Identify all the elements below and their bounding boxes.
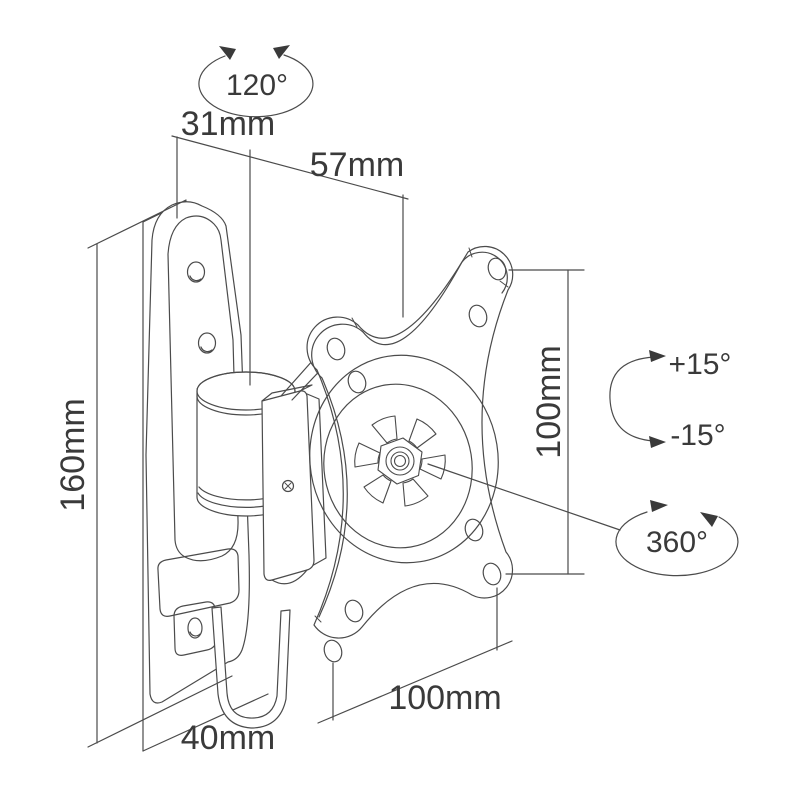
- tilt-arrow-down-icon: [649, 436, 666, 448]
- rotation-disc-inner: [323, 383, 473, 549]
- vesa-hole-outer-br: [482, 562, 502, 586]
- swivel-arm: [196, 349, 333, 585]
- arm-block-bottom-edge: [271, 569, 308, 585]
- annotations: 120° 31mm 57mm 160mm 100mm: [54, 45, 739, 757]
- vesa-plate: [306, 245, 514, 663]
- swivel-360-indicator: 360°: [427, 463, 739, 577]
- swivel-leader-line: [427, 463, 621, 531]
- dim-40mm-label: 40mm: [181, 719, 275, 757]
- hub-nut-outer: [385, 446, 415, 476]
- tilt-arrow-up-icon: [649, 350, 666, 362]
- dim-depth-line: [171, 135, 409, 200]
- vesa-hole-inner-tl: [347, 370, 367, 394]
- vesa-plate-edge-thickness: [311, 251, 508, 618]
- dim-vesa-h-line: [317, 640, 513, 724]
- arm-block-top-edge: [261, 384, 313, 402]
- vesa-plate-outline: [306, 245, 514, 639]
- hub-nut-hole: [393, 454, 407, 468]
- rotation-arrow-left-icon: [219, 46, 236, 60]
- tilt-down-label: -15°: [670, 419, 725, 452]
- rotation-arrow-right-icon: [273, 45, 290, 59]
- arm-screw-cross: [284, 482, 292, 490]
- rotation-disc-outer: [309, 354, 499, 564]
- dim-100mm-horizontal-label: 100mm: [388, 679, 501, 717]
- arm-screw: [281, 479, 295, 493]
- hub-rosette: [354, 415, 446, 507]
- dim-depth: 31mm 57mm: [171, 105, 409, 386]
- wall-bottom-edge: [142, 693, 269, 752]
- vesa-hole-outer-tr: [487, 257, 507, 281]
- tilt-up-label: +15°: [669, 348, 732, 381]
- dim-height-ext-bottom: [87, 675, 233, 748]
- swivel-360-label: 360°: [646, 526, 708, 559]
- dim-31mm-label: 31mm: [181, 105, 275, 143]
- swivel-arrow-right-icon: [700, 512, 718, 527]
- dim-vesa-horizontal: 100mm: [317, 587, 513, 724]
- swivel-ellipse: [615, 511, 739, 577]
- dim-160mm-label: 160mm: [54, 398, 92, 511]
- mount-hole-upper-shadow: [189, 275, 202, 282]
- mount-hole-lower: [197, 332, 217, 354]
- vesa-hole-inner-tr: [468, 304, 488, 328]
- tilt-arc: [609, 356, 655, 442]
- vesa-hole-inner-br: [464, 518, 484, 542]
- vesa-hole-outer-bl: [323, 639, 343, 663]
- dim-vesa-vertical: 100mm: [505, 269, 585, 575]
- rotation-120-label: 120°: [226, 69, 288, 102]
- vesa-hole-inner-bl: [344, 599, 364, 623]
- cable-hook-strap: [211, 606, 291, 729]
- vesa-hole-outer-tl: [326, 337, 346, 361]
- tab-hole: [187, 617, 203, 639]
- vesa-plate-edge-notches: [314, 247, 509, 623]
- dim-height: 160mm: [54, 199, 233, 748]
- pivot-cylinder-top: [196, 371, 296, 411]
- dim-hook-depth: 40mm: [181, 719, 275, 757]
- mount-hole-upper: [186, 261, 206, 283]
- dim-100mm-vertical-label: 100mm: [530, 345, 568, 458]
- hub-hexagon: [377, 437, 423, 485]
- dim-57mm-label: 57mm: [310, 146, 404, 184]
- dim-height-ext-top: [87, 199, 187, 249]
- rotation-120-indicator: 120°: [198, 45, 314, 118]
- wall-plate-pocket: [157, 548, 240, 617]
- hub-nut-mid: [390, 451, 410, 471]
- cable-hook: [211, 606, 291, 729]
- tilt-indicator: +15° -15°: [609, 348, 732, 452]
- tab-hole-shadow: [189, 631, 201, 637]
- rotation-120-ellipse: [198, 54, 314, 118]
- swivel-arrow-left-icon: [650, 500, 668, 512]
- mount-hole-lower-shadow: [200, 346, 213, 353]
